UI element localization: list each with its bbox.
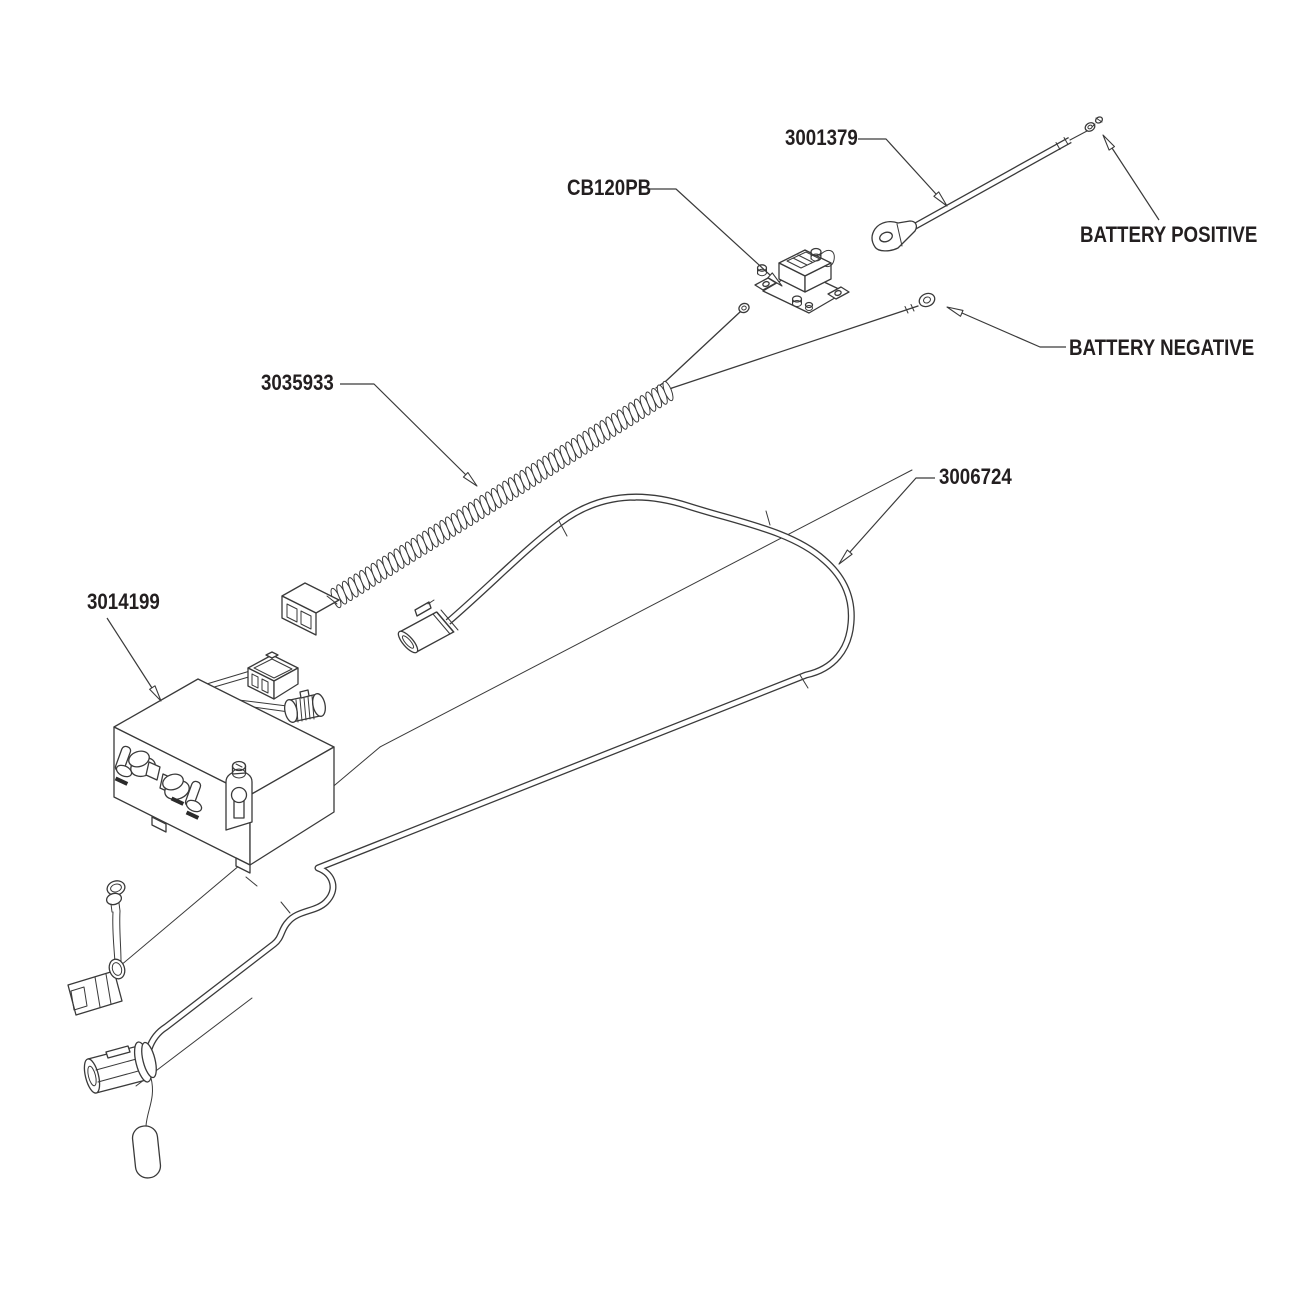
barrel-end-cap	[397, 630, 419, 654]
barrel-latch-tab	[414, 601, 432, 617]
negative-wire	[671, 305, 919, 389]
panel-marking-3	[185, 810, 200, 820]
control-box	[113, 651, 335, 874]
short-sense-wire	[665, 311, 741, 382]
leader-3001379	[858, 138, 937, 195]
barrel-latch-tip	[427, 599, 435, 605]
negative-wire-crimp	[904, 304, 915, 314]
label-part-3006724: 3006724	[939, 464, 1012, 489]
cylinder-grooves	[95, 1057, 143, 1083]
box-foot-right	[235, 857, 251, 874]
label-part-cb120pb: CB120PB	[567, 175, 652, 200]
panel-marking-1	[114, 776, 129, 786]
breaker-body-right	[804, 262, 832, 293]
breaker-front-nuts	[791, 295, 814, 311]
panel-window-1	[145, 761, 161, 781]
leader-3014199	[106, 617, 153, 689]
battery-positive-cable	[871, 116, 1104, 252]
cylinder-flange-ring	[141, 1041, 157, 1079]
negative-ring-hole	[923, 296, 931, 304]
coil-end-connector	[281, 582, 340, 636]
leader-cb120pb	[648, 188, 771, 276]
circuit-breaker	[754, 247, 850, 314]
arrowhead-3035933	[462, 471, 478, 487]
barrel-connector	[397, 599, 459, 654]
flag-terminal-crease	[896, 223, 903, 247]
barrel-end-bore	[401, 635, 415, 649]
long-sense-wire	[119, 469, 913, 967]
knob-1-top	[128, 750, 150, 768]
small-ring-terminal	[738, 302, 750, 314]
breaker-rib-band	[786, 251, 821, 269]
positive-terminal-screw	[1091, 116, 1104, 128]
leader-lines	[106, 134, 1160, 702]
breaker-ear-left-hole	[762, 280, 770, 288]
knob-2-top	[162, 773, 184, 791]
arrowhead-3014199	[149, 685, 162, 702]
two-pin-connector	[67, 958, 126, 1016]
flag-terminal	[871, 220, 917, 252]
cylinder-end-bore	[87, 1065, 97, 1087]
positive-ring-terminal	[1084, 122, 1096, 132]
tag-wire	[145, 1077, 153, 1127]
bottom-connector-cluster	[67, 880, 162, 1179]
two-pin-opening	[70, 986, 88, 1011]
leader-battery-positive	[1111, 147, 1160, 221]
mounting-bracket	[225, 760, 253, 831]
arrowhead-3001379	[933, 191, 948, 207]
two-pin-detail	[94, 973, 112, 1008]
box-foot-left	[151, 816, 167, 833]
label-part-3014199: 3014199	[87, 589, 160, 614]
arrowhead-battery-negative	[946, 306, 964, 317]
panel-marking-2	[170, 796, 185, 806]
flag-terminal-hole	[879, 231, 893, 243]
oval-connector-wire	[112, 910, 122, 964]
arrowhead-3006724	[838, 549, 853, 565]
label-part-3035933: 3035933	[261, 370, 334, 395]
main-tube-segment-ticks	[245, 510, 809, 914]
small-ring-hole	[741, 305, 747, 311]
arrowhead-cb120pb	[767, 272, 783, 287]
two-pin-grommet-inner	[111, 962, 123, 976]
label-battery-positive: BATTERY POSITIVE	[1080, 222, 1258, 247]
leader-battery-negative	[961, 312, 1066, 348]
box-right-face	[249, 746, 335, 866]
leader-3035933	[340, 383, 467, 476]
cylindrical-connector	[83, 1041, 162, 1179]
breaker-wire-loop	[819, 249, 835, 268]
label-battery-negative: BATTERY NEGATIVE	[1069, 335, 1255, 360]
label-part-3001379: 3001379	[785, 125, 858, 150]
keyhole-circle	[230, 786, 248, 804]
coil-connector-slots	[286, 595, 338, 630]
coiled-cable	[281, 380, 674, 636]
rect-pin-connector	[247, 651, 299, 700]
hang-tag	[131, 1125, 162, 1179]
small-oval-connector	[105, 880, 126, 913]
barrel-ribs	[432, 609, 459, 635]
round-threaded-connector	[284, 689, 326, 723]
positive-ring-hole	[1087, 124, 1093, 130]
front-panel-controls	[114, 745, 203, 820]
negative-ring-terminal	[918, 292, 936, 308]
bracket-bolt	[231, 760, 247, 779]
arrowhead-battery-positive	[1102, 134, 1116, 151]
main-harness-cable	[145, 493, 855, 1051]
breaker-ear-right-hole	[834, 289, 842, 297]
cylinder-latch	[105, 1045, 131, 1059]
leader-3006724	[849, 477, 935, 553]
